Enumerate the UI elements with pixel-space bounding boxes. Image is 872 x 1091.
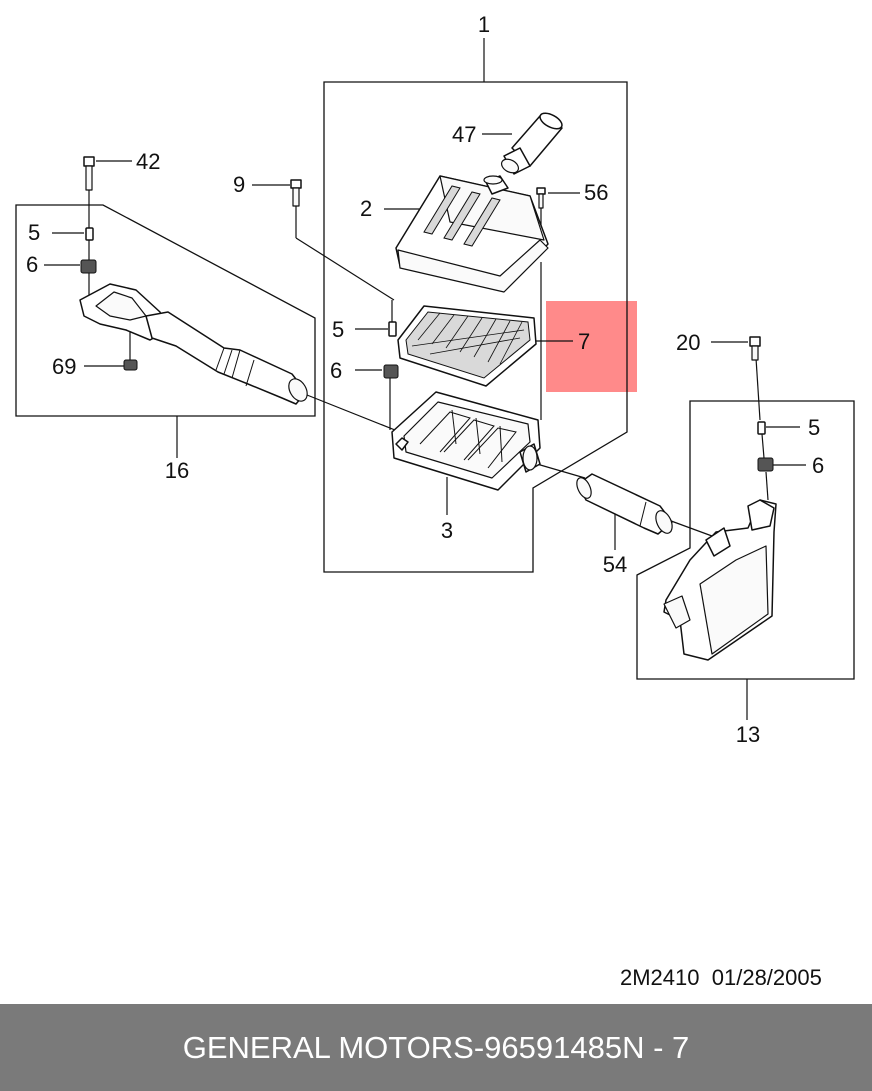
callout-6-center: 6 (330, 358, 342, 383)
group-box-1 (323, 81, 628, 573)
highlight-marker (546, 301, 637, 392)
part-3-lower-housing (391, 391, 541, 491)
part-16-intake-duct (79, 283, 308, 405)
part-7-air-filter (397, 305, 537, 387)
leader-lines (44, 38, 806, 720)
part-6-bushing-right (757, 457, 774, 472)
part-69-nut (123, 359, 138, 371)
part-54-hose (576, 473, 673, 535)
callout-6-left: 6 (26, 252, 38, 277)
callout-13: 13 (736, 722, 760, 747)
callout-5-center: 5 (332, 317, 344, 342)
air-cleaner-exploded-diagram: 1 47 2 56 7 5 6 3 9 42 5 6 69 16 54 20 5… (15, 12, 855, 747)
callout-5-left: 5 (28, 220, 40, 245)
diagram-date: 01/28/2005 (711, 965, 822, 990)
part-2-upper-housing (395, 175, 549, 293)
callout-6-right: 6 (812, 453, 824, 478)
diagram-reference: 2M2410 01/28/2005 (620, 965, 822, 991)
callout-2: 2 (360, 196, 372, 221)
part-5-grommet-right (757, 421, 766, 435)
callout-1: 1 (478, 12, 490, 37)
part-5-grommet-center (388, 321, 397, 337)
part-6-bushing-center (383, 364, 399, 379)
callout-69: 69 (52, 354, 76, 379)
callout-47: 47 (452, 122, 476, 147)
callout-56: 56 (584, 180, 608, 205)
footer-page: N - 7 (622, 1029, 690, 1065)
diagram-code: 2M2410 (620, 965, 700, 990)
part-42-bolt (83, 156, 95, 191)
footer-separator: - (473, 1029, 485, 1065)
callout-9: 9 (233, 172, 245, 197)
callout-16: 16 (165, 458, 189, 483)
footer-brand: GENERAL MOTORS (182, 1029, 474, 1065)
callout-5-right: 5 (808, 415, 820, 440)
part-56-bolt (536, 187, 546, 209)
callout-42: 42 (136, 149, 160, 174)
group-box-13 (636, 400, 855, 680)
callout-3: 3 (441, 518, 453, 543)
part-13-resonator (663, 499, 777, 661)
footer-bar: GENERAL MOTORS - 96591485 N - 7 (0, 1004, 872, 1091)
part-20-bolt (749, 336, 761, 361)
footer-part-number: 96591485 (484, 1029, 623, 1065)
callout-20: 20 (676, 330, 700, 355)
part-5-grommet-left (85, 227, 94, 241)
part-47-intake-duct (500, 112, 563, 175)
part-9-bolt (290, 179, 302, 207)
callout-54: 54 (603, 552, 627, 577)
callout-7: 7 (578, 329, 590, 354)
part-6-bushing-left (80, 259, 97, 274)
